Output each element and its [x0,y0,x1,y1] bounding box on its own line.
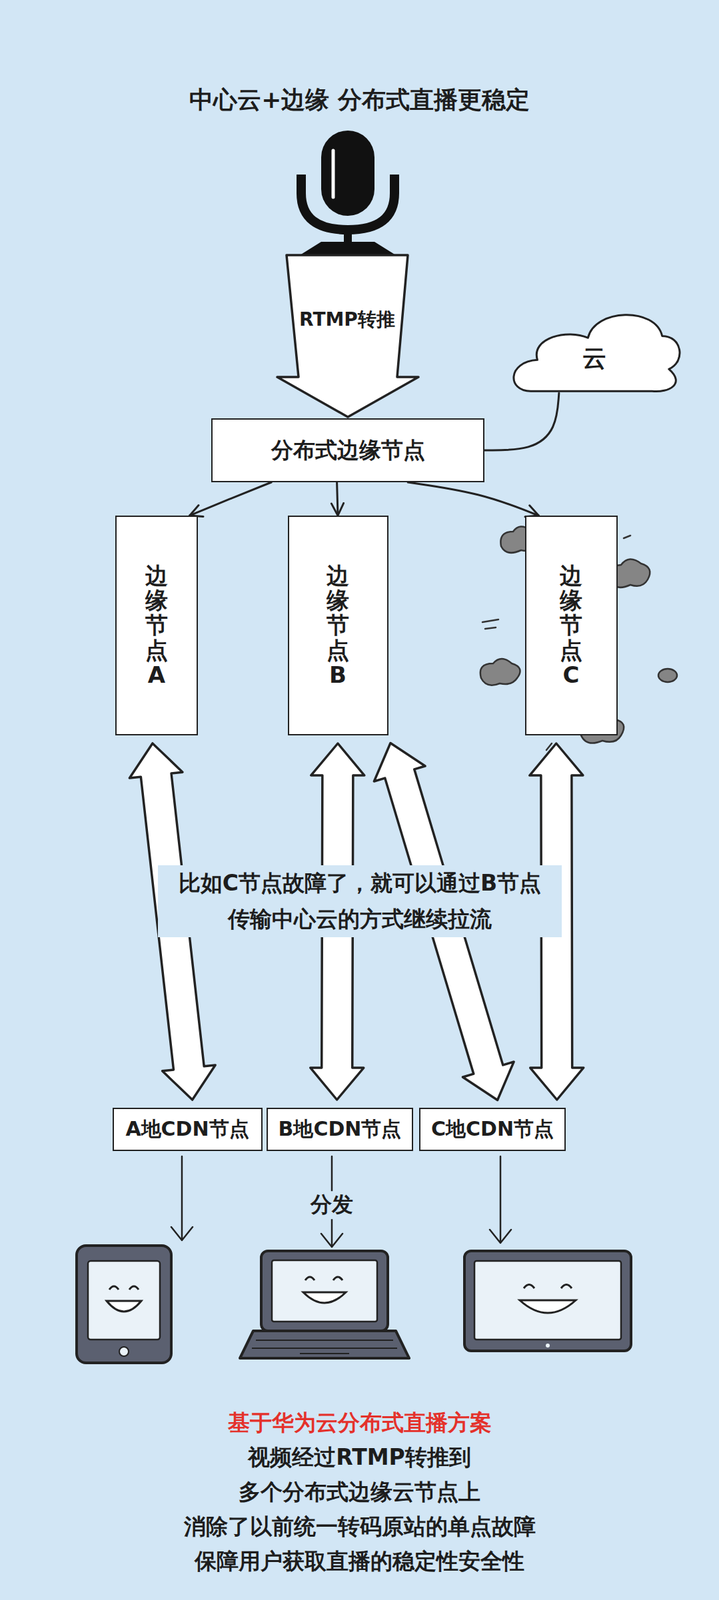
cdn-node-box: B地CDN节点 [266,1108,414,1152]
edge-node-box: 边缘节点A [115,515,198,736]
cdn-node-box: A地CDN节点 [112,1108,263,1152]
connector-line [484,393,560,451]
monitor-screen [474,1261,622,1341]
motion-dash [623,535,631,539]
node-text: 边缘节点A [145,563,168,689]
face-grin [303,1292,346,1304]
microphone-icon [299,130,396,256]
face-grin [519,1300,576,1314]
laptop-lid [261,1251,388,1332]
node-text: A地CDN节点 [125,1116,249,1144]
motion-dash [485,627,496,630]
face-eyes [109,1286,139,1291]
distribution-arrow [171,1156,193,1241]
connector-line [189,482,272,516]
edge-node-box: 边缘节点B [287,515,389,736]
cdn-node-box: C地CDN节点 [419,1108,566,1152]
microphone-head [321,130,375,216]
microphone-highlight [331,150,336,198]
connector-line [337,482,338,516]
microphone-base [299,241,396,256]
microphone-holder [301,174,395,230]
distribution-arrows [171,1156,512,1248]
push-stream-arrow [277,255,419,418]
laptop-device [239,1251,410,1359]
monitor-device [464,1251,632,1352]
connector-line [407,482,539,516]
distribution-arrow [489,1156,512,1244]
tablet-device [76,1246,172,1364]
edge-node-box: 边缘节点C [525,515,618,736]
stream-label: RTMP转推 [295,307,400,332]
node-text: 云 [582,342,607,376]
face-eyes [523,1285,572,1290]
monitor-body [464,1251,632,1352]
tablet-screen [87,1261,160,1341]
annotation-note: 比如C节点故障了，就可以通过B节点 传输中心云的方式继续拉流 [157,865,562,938]
node-text: 边缘节点C [559,563,583,689]
monitor-light [545,1344,550,1349]
smoke-puff [658,669,678,683]
face-grin [106,1301,142,1313]
tablet-button [119,1347,129,1357]
motion-dash [482,619,499,623]
laptop-screen [271,1260,378,1323]
node-text: 边缘节点B [326,563,350,689]
cloud-node: 云 [510,301,680,394]
diagram-caption: 基于华为云分布式直播方案 视频经过RTMP转推到 多个分布式边缘云节点上 消除了… [172,1406,547,1580]
laptop-base [239,1331,410,1359]
smoke-puff [480,659,521,686]
cloud-outline [513,315,680,392]
face-eyes [305,1277,343,1281]
diagram-title: 中心云+边缘 分布式直播更稳定 [0,83,719,117]
node-text: C地CDN节点 [431,1116,554,1144]
laptop-keys [251,1340,398,1355]
node-text: B地CDN节点 [278,1116,402,1144]
distribution-label: 分发 [306,1191,358,1220]
tablet-body [76,1246,172,1364]
process-box: 分布式边缘节点 [211,418,485,483]
node-text: 分布式边缘节点 [271,435,426,466]
